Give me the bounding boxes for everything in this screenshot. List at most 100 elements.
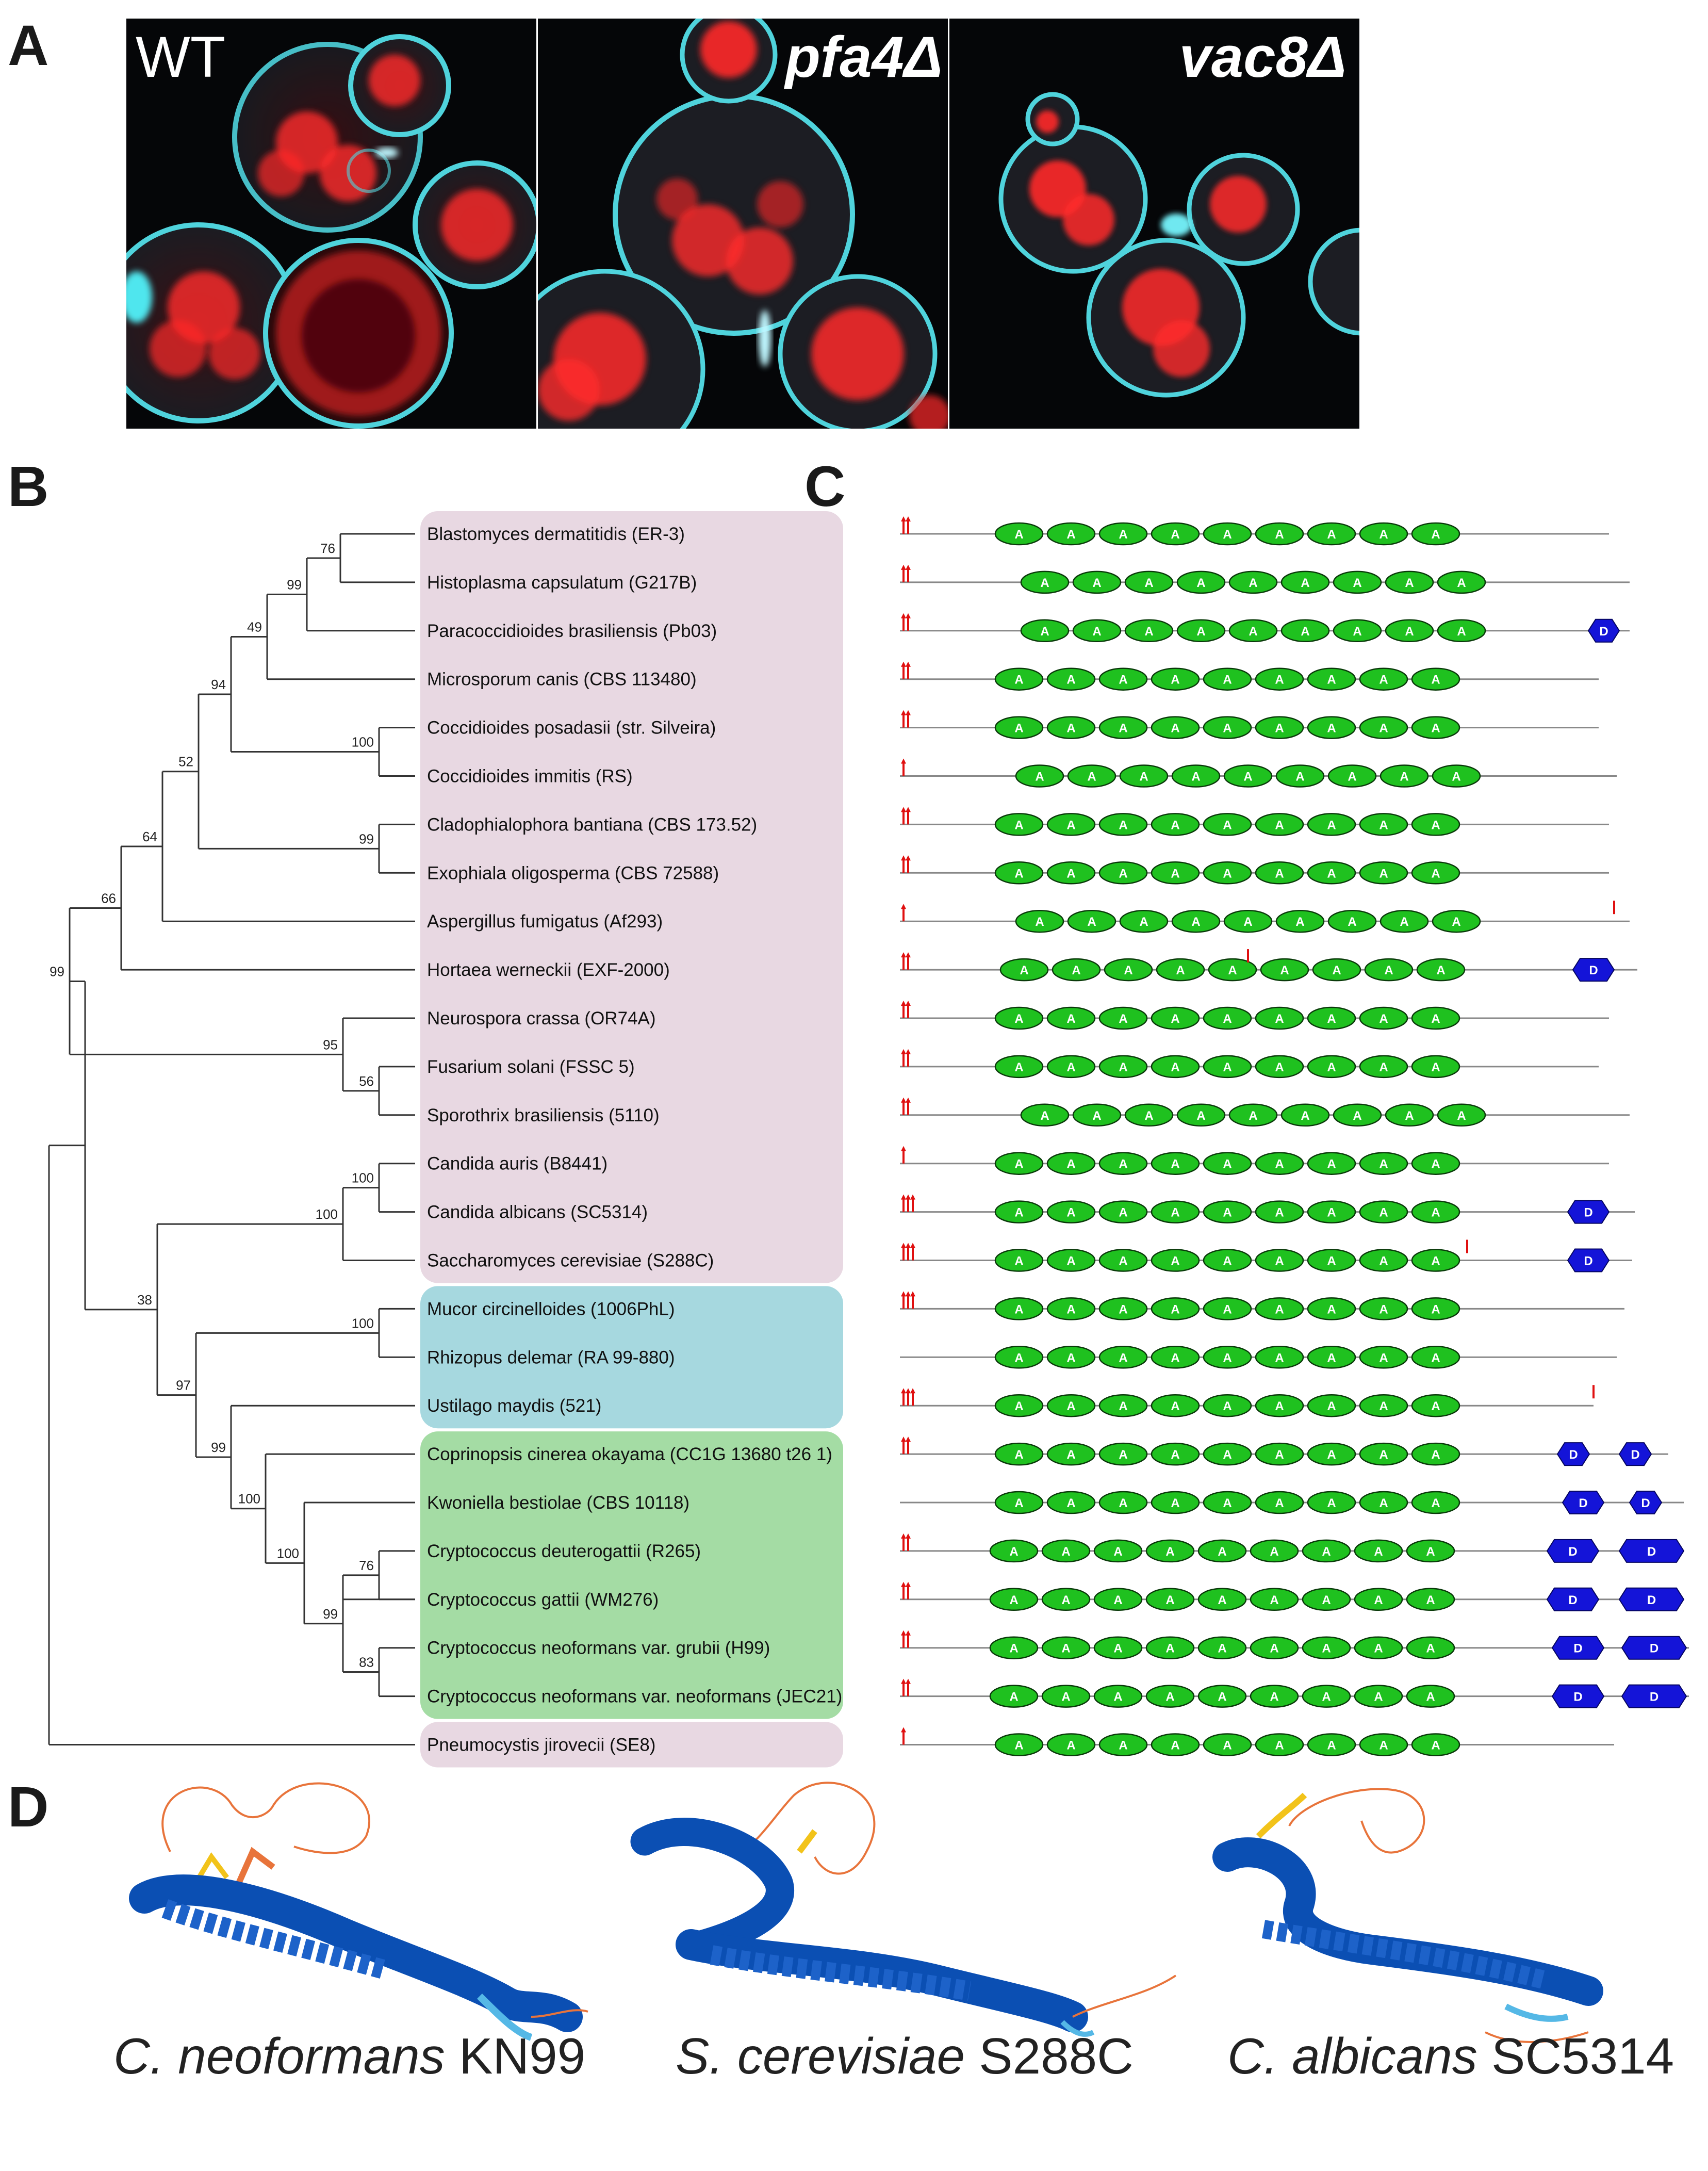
armadillo-repeat — [1359, 1442, 1408, 1466]
repeat-label: A — [1431, 673, 1440, 687]
bootstrap-value: 97 — [176, 1378, 191, 1393]
repeat-label: A — [1171, 1206, 1179, 1220]
armadillo-repeat — [1203, 1152, 1252, 1175]
repeat-label: A — [1327, 1351, 1336, 1365]
armadillo-repeat — [1228, 619, 1278, 643]
repeat-label: A — [1405, 625, 1414, 639]
repeat-label: A — [1223, 1012, 1231, 1026]
taxon-label: Candida auris (B8441) — [427, 1154, 607, 1174]
d-domain — [1556, 1442, 1590, 1466]
repeat-label: A — [1243, 770, 1252, 784]
repeat-label: A — [1431, 1496, 1440, 1510]
repeat-label: A — [1275, 1254, 1284, 1268]
armadillo-repeat — [1098, 522, 1148, 546]
bootstrap-value: 52 — [178, 754, 193, 770]
repeat-label: A — [1014, 528, 1023, 542]
repeat-label: A — [1270, 1690, 1278, 1704]
armadillo-repeat — [1020, 1103, 1070, 1127]
d-domain — [1629, 1491, 1663, 1514]
repeat-label: A — [1119, 867, 1127, 880]
repeat-label: A — [1165, 1642, 1174, 1656]
palmitoylation-site-mark — [906, 613, 911, 618]
repeat-label: A — [1275, 528, 1284, 542]
armadillo-repeat — [1379, 909, 1429, 933]
repeat-label: A — [1119, 1254, 1127, 1268]
palmitoylation-site-mark — [906, 564, 911, 570]
armadillo-repeat — [1255, 1249, 1304, 1272]
repeat-label: A — [1171, 722, 1179, 736]
repeat-label: A — [1431, 818, 1440, 832]
armadillo-repeat — [1151, 1346, 1200, 1369]
palmitoylation-site-mark — [901, 516, 906, 521]
palmitoylation-site-mark — [901, 1194, 906, 1200]
armadillo-repeat — [1098, 1297, 1148, 1320]
repeat-label: A — [1322, 1545, 1331, 1559]
armadillo-repeat — [1275, 909, 1325, 933]
armadillo-repeat — [994, 1346, 1044, 1369]
palmitoylation-site-mark — [901, 710, 906, 715]
armadillo-repeat — [1354, 1685, 1403, 1708]
repeat-label: A — [1322, 1593, 1331, 1607]
repeat-label: A — [1457, 1109, 1466, 1123]
repeat-label: A — [1431, 1351, 1440, 1365]
palmitoylation-site-mark — [906, 1388, 911, 1394]
d-domain — [1551, 1636, 1605, 1660]
armadillo-repeat — [1151, 716, 1200, 739]
repeat-label: A — [1196, 1109, 1205, 1123]
armadillo-repeat — [1359, 1200, 1408, 1223]
repeat-label: A — [1275, 673, 1284, 687]
armadillo-repeat — [1385, 1103, 1434, 1127]
repeat-label: A — [1223, 818, 1231, 832]
armadillo-repeat — [1411, 1394, 1460, 1417]
repeat-label: A — [1061, 1690, 1070, 1704]
armadillo-repeat — [1041, 1685, 1091, 1708]
armadillo-repeat — [1307, 1394, 1356, 1417]
palmitoylation-site-mark — [901, 613, 906, 618]
repeat-label: A — [1348, 770, 1356, 784]
armadillo-repeat — [1203, 1297, 1252, 1320]
repeat-label: A — [1275, 818, 1284, 832]
armadillo-repeat — [1145, 1685, 1195, 1708]
micrograph-vac8-image — [998, 92, 1359, 398]
armadillo-repeat — [1327, 909, 1377, 933]
structure-calbicans — [1212, 1788, 1603, 2043]
armadillo-repeat — [1359, 1297, 1408, 1320]
armadillo-repeat — [1411, 1346, 1460, 1369]
armadillo-repeat — [1151, 1297, 1200, 1320]
caption-cneoformans: C. neoformans KN99 — [113, 2027, 585, 2085]
micrograph-pfa4-image — [538, 19, 948, 429]
armadillo-repeat — [1151, 813, 1200, 836]
armadillo-repeat — [1072, 1103, 1122, 1127]
repeat-label: A — [1426, 1690, 1435, 1704]
repeat-label: A — [1176, 964, 1185, 977]
repeat-label: A — [1014, 1060, 1023, 1074]
repeat-label: A — [1040, 625, 1049, 639]
palmitoylation-site-mark — [901, 952, 906, 958]
domain-label: D — [1584, 1206, 1592, 1220]
armadillo-repeat — [1354, 1539, 1403, 1563]
palmitoylation-site-mark — [901, 661, 906, 667]
armadillo-repeat — [1197, 1636, 1247, 1659]
bootstrap-value: 64 — [142, 829, 157, 844]
palmitoylation-site-mark — [906, 1291, 911, 1297]
armadillo-repeat — [1151, 1006, 1200, 1030]
palmitoylation-site-mark — [901, 1243, 906, 1248]
armadillo-repeat — [1046, 667, 1096, 691]
armadillo-repeat — [1098, 1442, 1148, 1466]
armadillo-repeat — [1151, 1491, 1200, 1514]
repeat-label: A — [1014, 1399, 1023, 1413]
repeat-label: A — [1165, 1593, 1174, 1607]
repeat-label: A — [1431, 1302, 1440, 1316]
armadillo-repeat — [1411, 716, 1460, 739]
armadillo-repeat — [1046, 1200, 1096, 1223]
repeat-label: A — [1327, 1496, 1336, 1510]
armadillo-repeat — [1046, 522, 1096, 546]
repeat-label: A — [1431, 1060, 1440, 1074]
repeat-label: A — [1280, 964, 1289, 977]
armadillo-repeat — [1151, 667, 1200, 691]
armadillo-repeat — [1046, 1733, 1096, 1756]
palmitoylation-site-mark — [910, 1194, 915, 1200]
repeat-label: A — [1379, 1739, 1388, 1753]
repeat-label: A — [1431, 1739, 1440, 1753]
armadillo-repeat — [1072, 619, 1122, 643]
